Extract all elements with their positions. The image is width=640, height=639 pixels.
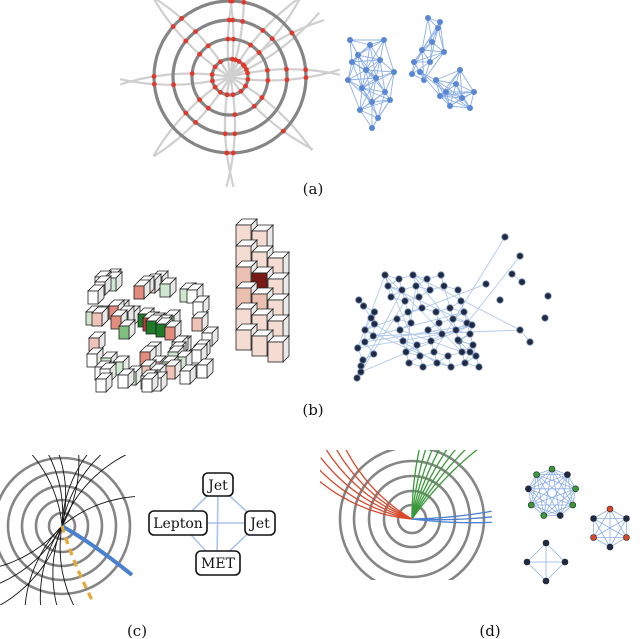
met-arrow xyxy=(60,525,94,601)
panel-b-calorimeter xyxy=(85,218,290,393)
panel-d-event xyxy=(320,450,493,580)
panel-c-event xyxy=(0,455,135,605)
lepton-track xyxy=(61,524,134,577)
svg-text:Jet: Jet xyxy=(248,516,270,532)
panel-b-graph xyxy=(353,233,552,382)
node-jet-right: Jet xyxy=(244,510,276,536)
node-met: MET xyxy=(195,550,241,576)
panel-c-object-graph: Jet Lepton Jet MET xyxy=(148,472,276,576)
node-lepton: Lepton xyxy=(148,510,208,536)
panel-a-graphs xyxy=(345,15,477,131)
svg-text:Jet: Jet xyxy=(206,478,228,494)
node-jet-top: Jet xyxy=(202,472,234,497)
svg-text:Lepton: Lepton xyxy=(153,516,203,532)
svg-text:MET: MET xyxy=(201,556,236,572)
caption-b: (b) xyxy=(302,401,323,419)
caption-c: (c) xyxy=(127,622,147,639)
caption-a: (a) xyxy=(303,180,324,198)
panel-a-detector xyxy=(119,0,341,188)
caption-d: (d) xyxy=(479,622,500,639)
panel-d-cluster-graphs xyxy=(523,465,630,585)
